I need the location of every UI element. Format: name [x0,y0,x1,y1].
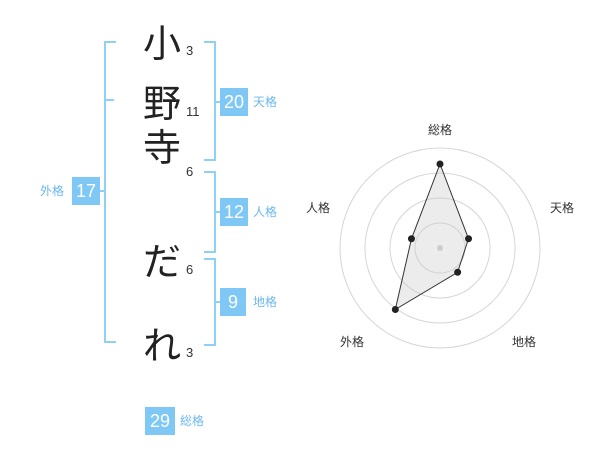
radar-axis-label-jinkaku: 人格 [306,200,330,215]
radar-axis-label-tenkaku: 天格 [550,200,574,215]
name-char-3: 寺 [142,126,181,170]
stroke-count-2: 11 [186,104,200,119]
stroke-count-5: 3 [186,345,194,360]
gaikaku-label: 外格 [40,184,65,198]
jinkaku-connector [214,211,222,213]
stroke-count-1: 3 [186,43,194,58]
gaikaku-connector [96,190,104,192]
radar-point-3 [454,268,462,276]
radar-ring-3 [364,172,516,324]
soukaku-label: 総格 [180,414,205,428]
name-char-4: だ [142,240,181,284]
gaikaku-tick-top [104,99,114,101]
stroke-count-3: 6 [186,164,194,179]
radar-ring-4 [339,147,541,349]
soukaku-value: 29 [145,407,175,435]
name-char-1: 小 [142,22,181,66]
radar-axis-label-gaikaku: 外格 [340,334,364,349]
tenkaku-connector [214,101,222,103]
name-char-5: れ [142,324,181,368]
jinkaku-value: 12 [220,198,248,226]
radar-area [394,162,470,311]
radar-point-2 [465,235,473,243]
jinkaku-label: 人格 [253,205,278,219]
gaikaku-value: 17 [72,177,100,205]
radar-axis-label-chikaku: 地格 [512,334,536,349]
tenkaku-label: 天格 [253,95,278,109]
radar-point-1 [436,160,444,168]
radar-center-dot [437,245,443,251]
chikaku-value: 9 [220,288,246,316]
chikaku-connector [214,301,222,303]
radar-axis-label-soukaku: 総格 [428,122,452,137]
gaikaku-bracket [104,41,116,343]
radar-point-4 [391,305,399,313]
tenkaku-value: 20 [220,88,248,116]
stroke-count-4: 6 [186,262,194,277]
radar-point-5 [407,235,415,243]
name-char-2: 野 [142,82,181,126]
radar-ring-2 [389,197,491,299]
chikaku-label: 地格 [253,295,278,309]
